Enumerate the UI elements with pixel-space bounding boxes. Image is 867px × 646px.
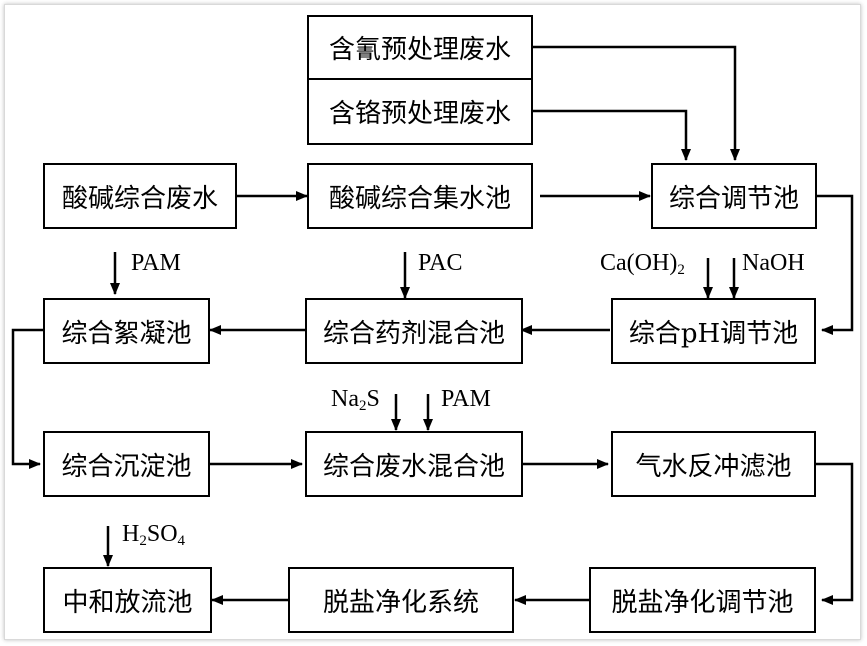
reagent-pam-1: PAM	[131, 250, 181, 276]
box-desalination-system: 脱盐净化系统	[288, 567, 514, 633]
arrow-equalization-to-ph	[816, 194, 854, 335]
box-sedimentation-tank: 综合沉淀池	[43, 431, 210, 497]
box-flocculation-tank: 综合絮凝池	[43, 298, 210, 364]
reagent-pam-2: PAM	[441, 386, 491, 412]
reagent-h2so4: H2SO4	[122, 521, 186, 549]
reagent-naoh: NaOH	[742, 250, 805, 276]
arrow-flocculation-to-sedimentation	[11, 328, 43, 469]
box-neutralization-discharge-tank: 中和放流池	[43, 567, 212, 633]
box-ph-adjustment-tank: 综合pH调节池	[611, 298, 816, 364]
reagent-pac: PAC	[418, 250, 463, 276]
arrow-cyanide-to-equalization	[532, 45, 740, 161]
arrow-chromium-to-equalization	[532, 109, 691, 161]
reagent-caoh2: Ca(OH)2	[600, 250, 685, 278]
box-equalization-tank: 综合调节池	[651, 163, 817, 229]
box-wastewater-mixing-tank: 综合废水混合池	[305, 431, 523, 497]
arrow-filter-to-desalination-equalization	[816, 462, 854, 605]
box-desalination-equalization-tank: 脱盐净化调节池	[589, 567, 816, 633]
box-backwash-filter: 气水反冲滤池	[611, 431, 816, 497]
box-acid-alkali-collection-tank: 酸碱综合集水池	[307, 163, 533, 229]
box-acid-alkali-wastewater: 酸碱综合废水	[43, 163, 237, 229]
box-cyanide-wastewater: 含氰预处理废水	[307, 15, 533, 80]
reagent-na2s: Na2S	[331, 386, 380, 414]
box-chemical-mixing-tank: 综合药剂混合池	[305, 298, 523, 364]
box-chromium-wastewater: 含铬预处理废水	[307, 78, 533, 145]
